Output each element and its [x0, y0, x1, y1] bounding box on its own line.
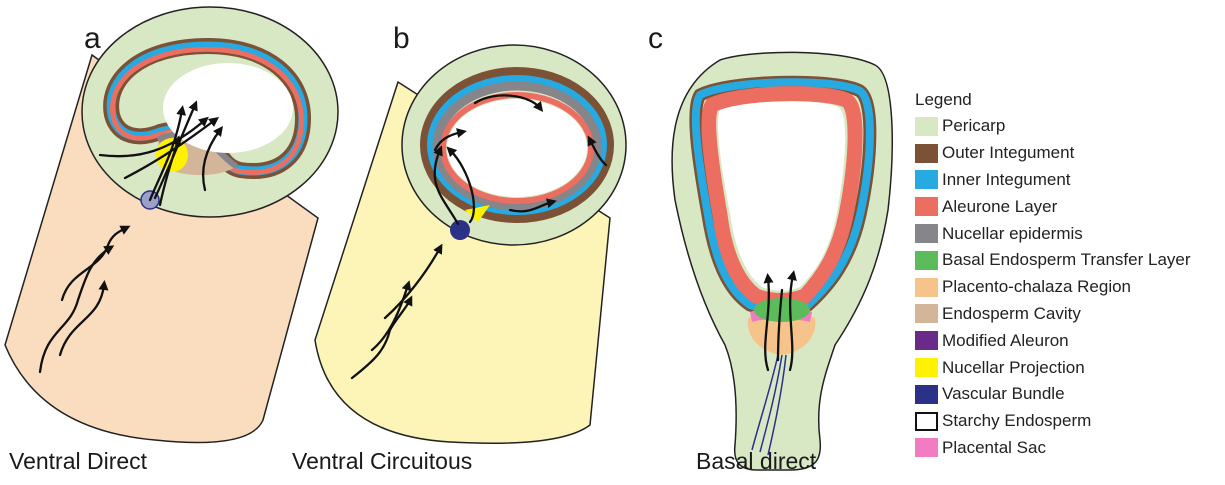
- legend-label: Nucellar Projection: [942, 358, 1085, 378]
- legend-item: Starchy Endosperm: [915, 408, 1220, 435]
- legend-label: Placento-chalaza Region: [942, 277, 1131, 297]
- legend-swatch: [915, 197, 938, 216]
- legend-label: Pericarp: [942, 116, 1005, 136]
- legend-item: Pericarp: [915, 113, 1220, 140]
- legend-item: Basal Endosperm Transfer Layer: [915, 247, 1220, 274]
- legend-swatch: [915, 385, 938, 404]
- legend-label: Outer Integument: [942, 143, 1074, 163]
- legend-label: Aleurone Layer: [942, 197, 1057, 217]
- panel-b-vascular-bundle: [450, 220, 470, 240]
- panel-b-diagram: [315, 45, 626, 443]
- legend-swatch: [915, 144, 938, 163]
- legend-item: Vascular Bundle: [915, 381, 1220, 408]
- panel-a-diagram: [5, 7, 338, 443]
- panel-a-starchy-endosperm: [163, 63, 293, 153]
- legend-item: Inner Integument: [915, 167, 1220, 194]
- panel-b-starchy-endosperm: [447, 99, 587, 197]
- legend-swatch: [915, 170, 938, 189]
- legend-label: Inner Integument: [942, 170, 1071, 190]
- legend-swatch: [915, 251, 938, 270]
- legend-item: Endosperm Cavity: [915, 301, 1220, 328]
- legend-item: Nucellar epidermis: [915, 220, 1220, 247]
- legend-item: Nucellar Projection: [915, 354, 1220, 381]
- legend-item: Outer Integument: [915, 140, 1220, 167]
- legend-label: Modified Aleuron: [942, 331, 1069, 351]
- legend-label: Vascular Bundle: [942, 384, 1065, 404]
- legend-swatch: [915, 438, 938, 457]
- panel-b-letter: b: [393, 22, 410, 56]
- legend-swatch: [915, 358, 938, 377]
- legend-item: Modified Aleuron: [915, 327, 1220, 354]
- legend-item: Aleurone Layer: [915, 193, 1220, 220]
- panel-b-caption: Ventral Circuitous: [292, 448, 472, 475]
- panel-c-letter: c: [648, 22, 663, 56]
- legend-title: Legend: [915, 90, 1220, 110]
- legend-label: Placental Sac: [942, 438, 1046, 458]
- legend-swatch: [915, 278, 938, 297]
- legend-label: Starchy Endosperm: [942, 411, 1091, 431]
- legend-swatch: [915, 117, 938, 136]
- panel-c-caption: Basal direct: [696, 448, 816, 475]
- legend-swatch: [915, 224, 938, 243]
- panel-a-caption: Ventral Direct: [9, 448, 147, 475]
- legend-label: Nucellar epidermis: [942, 224, 1083, 244]
- panel-c-diagram: [672, 52, 892, 470]
- legend-label: Endosperm Cavity: [942, 304, 1081, 324]
- legend-swatch: [915, 412, 938, 431]
- legend-swatch: [915, 304, 938, 323]
- legend-item: Placento-chalaza Region: [915, 274, 1220, 301]
- legend-item: Placental Sac: [915, 435, 1220, 462]
- panel-a-letter: a: [84, 22, 101, 56]
- legend-swatch: [915, 331, 938, 350]
- legend-label: Basal Endosperm Transfer Layer: [942, 250, 1191, 270]
